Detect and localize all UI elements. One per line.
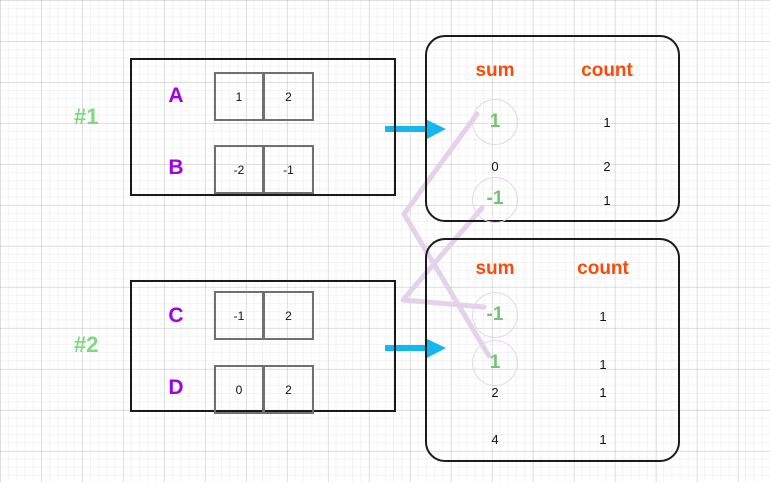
- aggregate-1-row0-count: 1: [603, 115, 611, 130]
- aggregate-2-row0-count: 1: [599, 309, 607, 324]
- row-name-c: C: [168, 304, 184, 327]
- highlight-halo-sum-2-row1: [472, 340, 518, 386]
- highlight-halo-sum-2-row0: [472, 292, 518, 338]
- aggregate-1-header-sum: sum: [475, 60, 515, 81]
- cell-b-1: -1: [264, 145, 314, 194]
- partition-box-2: C -1 2 D 0 2: [130, 280, 396, 414]
- aggregate-2-header-count: count: [577, 258, 629, 279]
- aggregate-2-row3-sum: 4: [491, 432, 499, 447]
- aggregate-2-row2-count: 1: [599, 385, 607, 400]
- cell-c-1: 2: [264, 291, 314, 340]
- cell-d-0: 0: [214, 365, 264, 414]
- row-cells-b: -2 -1: [214, 145, 314, 194]
- aggregate-1-row0-sum: 1: [489, 111, 501, 132]
- partition-label-1: #1: [74, 104, 99, 129]
- aggregate-2-row1-sum: 1: [489, 352, 501, 373]
- cell-b-0: -2: [214, 145, 264, 194]
- highlight-halo-sum-1-row0: [472, 99, 518, 145]
- cell-d-1: 2: [264, 365, 314, 414]
- aggregate-2-row0-sum: -1: [486, 304, 504, 325]
- aggregate-1-row1-sum: 0: [491, 159, 499, 174]
- row-cells-a: 1 2: [214, 72, 314, 121]
- row-name-b: B: [168, 156, 184, 179]
- partition-label-2: #2: [74, 332, 99, 357]
- row-name-a: A: [168, 84, 184, 107]
- aggregate-box-2: sum count -1 1 1 1 2 1 4 1: [425, 238, 680, 462]
- aggregate-2-row2-sum: 2: [491, 385, 499, 400]
- aggregate-2-row1-count: 1: [599, 357, 607, 372]
- row-cells-d: 0 2: [214, 365, 314, 414]
- aggregate-box-1: sum count 1 1 0 2 -1 1: [425, 35, 680, 223]
- row-cells-c: -1 2: [214, 291, 314, 340]
- highlight-halo-sum-1-row2: [472, 177, 518, 223]
- cell-c-0: -1: [214, 291, 264, 340]
- aggregate-2-header-sum: sum: [475, 258, 515, 279]
- cell-a-0: 1: [214, 72, 264, 121]
- partition-box-1: A 1 2 B -2 -1: [130, 58, 396, 196]
- aggregate-1-row2-sum: -1: [486, 188, 504, 209]
- aggregate-2-row3-count: 1: [599, 432, 607, 447]
- aggregate-1-row1-count: 2: [603, 159, 611, 174]
- row-name-d: D: [168, 376, 184, 399]
- cell-a-1: 2: [264, 72, 314, 121]
- aggregate-1-row2-count: 1: [603, 193, 611, 208]
- aggregate-1-header-count: count: [581, 60, 633, 81]
